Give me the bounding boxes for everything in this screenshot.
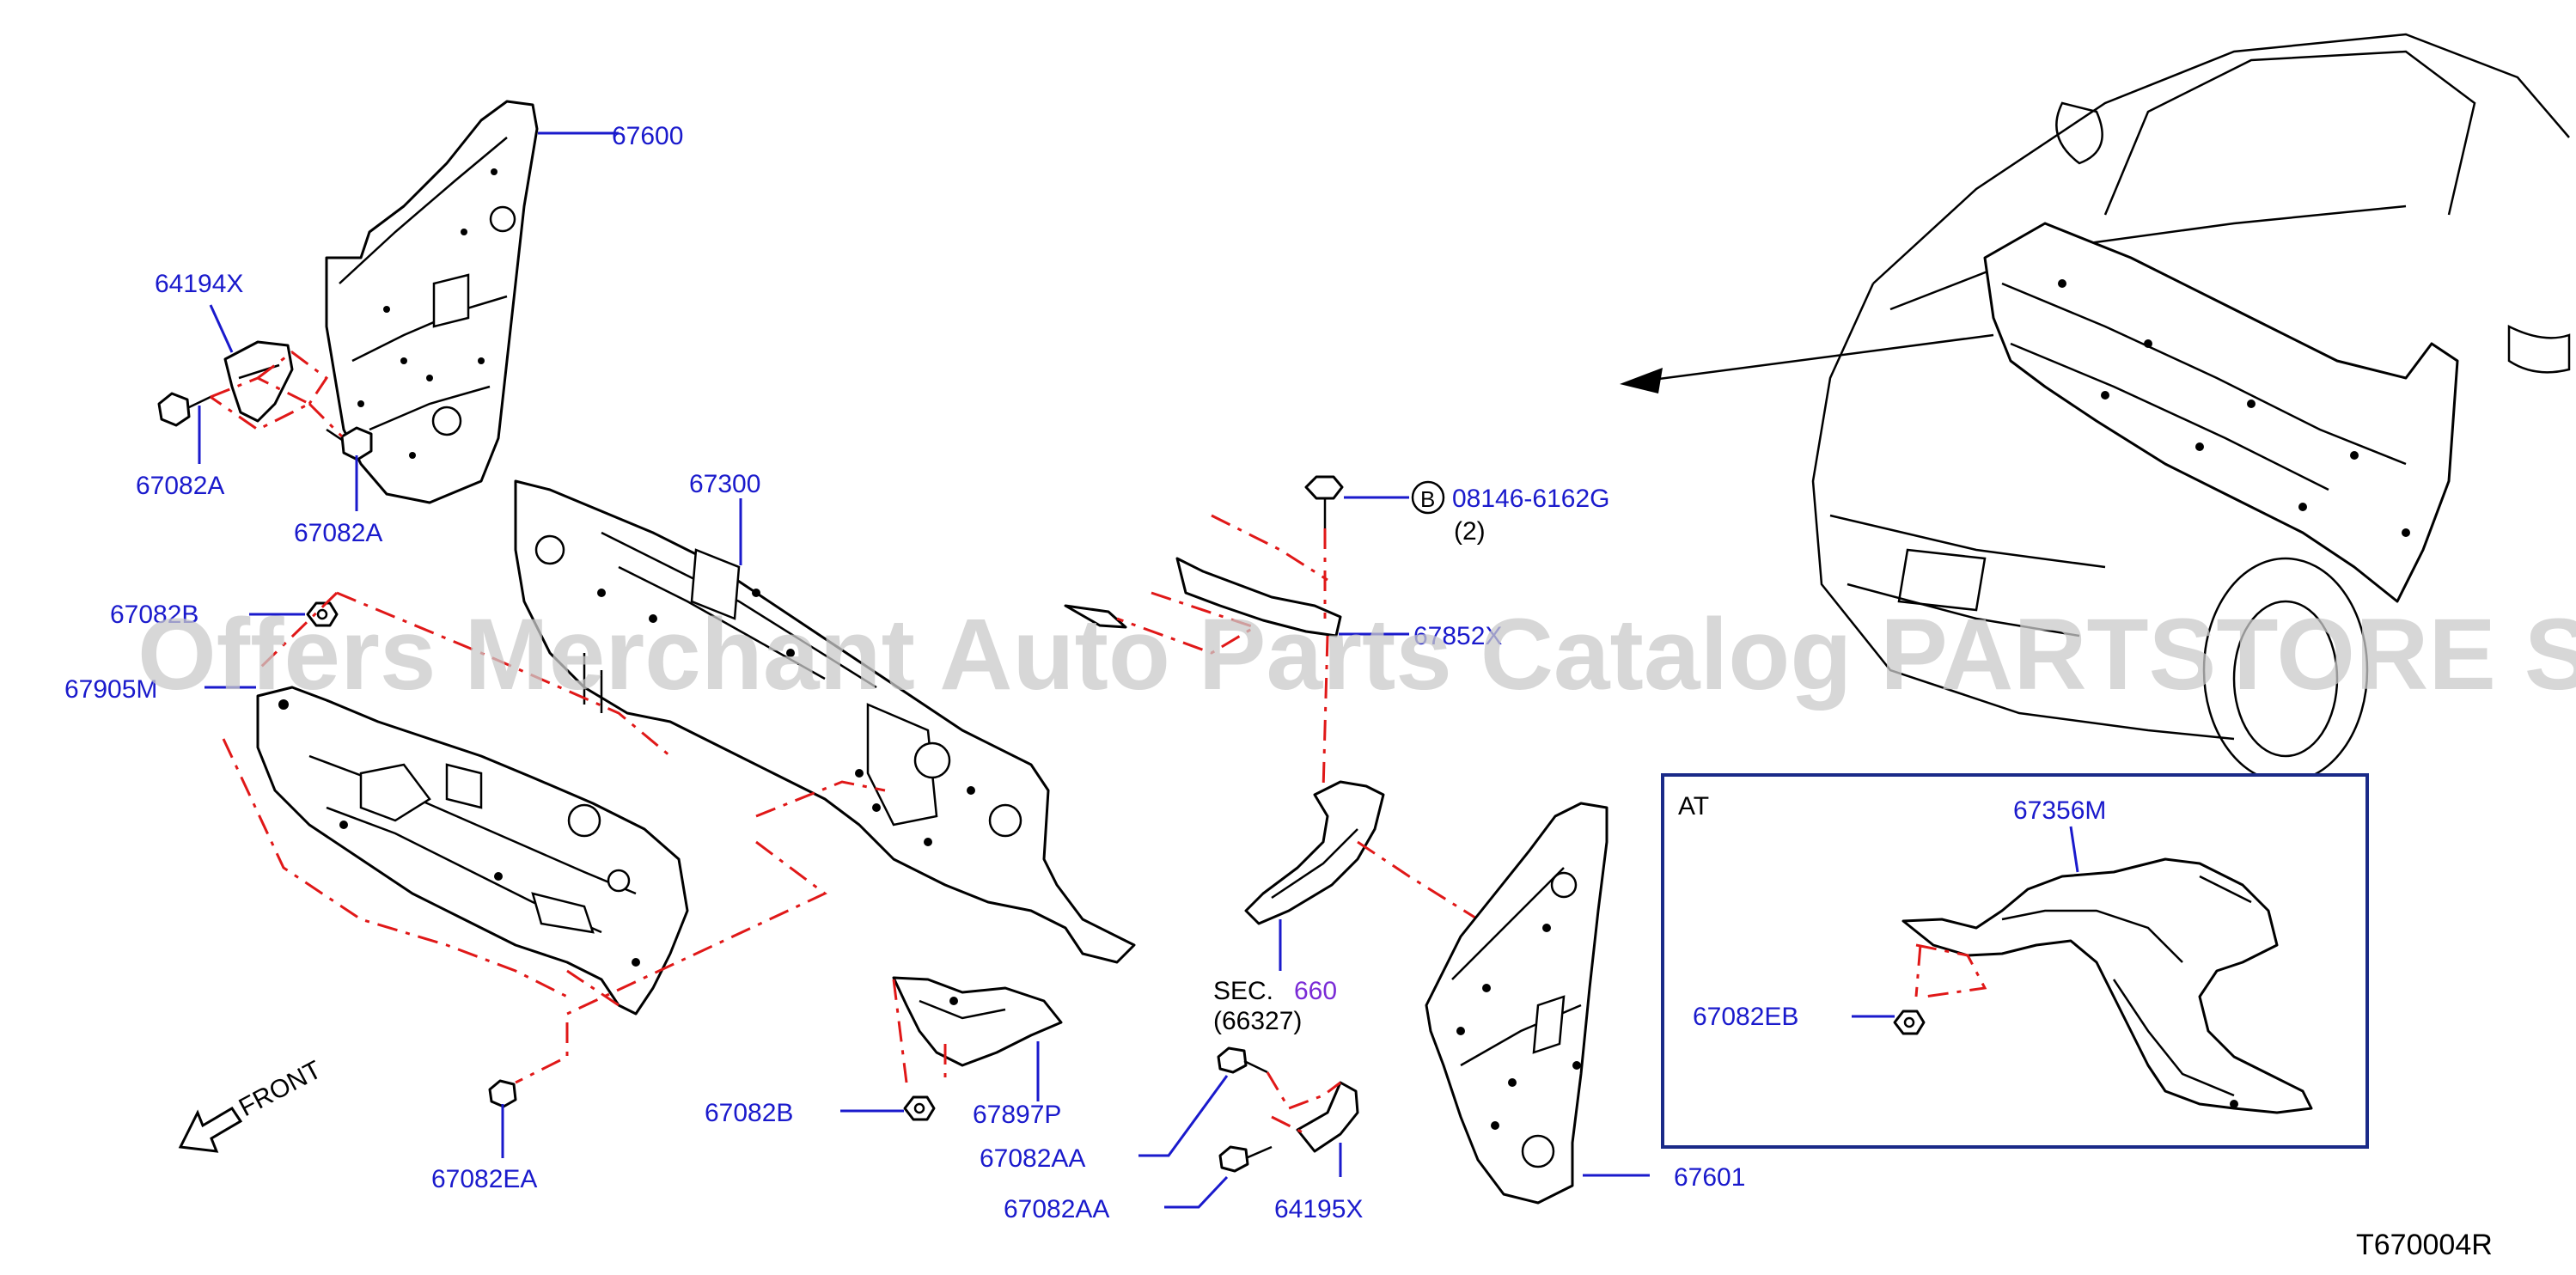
label-sec-sub: (66327) [1213,1007,1302,1035]
label-67082ea: 67082EA [431,1165,537,1193]
label-64195x: 64195X [1274,1195,1363,1223]
leader-67356m [2069,826,2079,873]
bolt-icon [1217,1046,1268,1074]
label-67082aa-1: 67082AA [980,1144,1085,1173]
diagram-code: T670004R [2356,1229,2493,1261]
part-67356m-cover [1901,857,2313,1114]
label-67897p: 67897P [973,1101,1061,1129]
label-67082b-1: 67082B [110,601,198,629]
nut-icon [903,1095,936,1121]
label-67300: 67300 [689,470,760,498]
vehicle-overview-sketch [1811,33,2571,784]
label-67601: 67601 [1674,1163,1745,1192]
label-67082eb: 67082EB [1693,1003,1798,1031]
label-67852x: 67852X [1413,622,1502,650]
circle-b-icon [1411,480,1445,515]
front-label: FRONT [235,1056,327,1123]
part-67300-panel [514,479,1136,964]
inset-title: AT [1678,792,1709,821]
bolt-icon [157,392,211,427]
label-sec-ref: 660 [1294,977,1337,1005]
label-67082b-2: 67082B [705,1099,793,1127]
part-67897p-cover [892,976,1063,1067]
label-67356m: 67356M [2013,796,2106,825]
label-67082aa-2: 67082AA [1004,1195,1109,1223]
part-64195x-bracket [1296,1081,1359,1153]
overview-arrow-icon [1620,333,1994,393]
clip-icon [488,1079,517,1108]
label-08146: 08146-6162G [1452,485,1610,513]
label-sec: SEC. [1213,977,1273,1005]
label-67905m: 67905M [64,675,157,704]
label-67600: 67600 [612,122,683,150]
front-arrow-icon [178,1106,243,1153]
leader-67082aa-1 [1138,1075,1229,1157]
part-67905m-insulator [256,686,689,1016]
nut-icon [1893,1010,1926,1035]
bolt-icon [1218,1145,1273,1173]
bolt-icon [326,426,373,461]
part-67600-panel [325,100,539,504]
circle-b-letter: B [1420,486,1435,512]
part-67852x-bracket [1064,557,1342,638]
part-67601-panel [1425,802,1608,1205]
label-qty: (2) [1454,517,1486,546]
nut-icon [306,601,339,627]
leader-64194x [209,304,234,353]
watermark-text: Offers Merchant Auto Parts Catalog PARTS… [137,598,2576,711]
bolt-icon [1304,475,1344,528]
label-64194x: 64194X [155,270,243,298]
label-67082a-1: 67082A [136,472,224,500]
part-64194x-bracket [223,340,294,423]
leader-67082aa-2 [1164,1175,1229,1209]
part-sec-660-bracket [1244,780,1385,925]
label-67082a-2: 67082A [294,519,382,547]
